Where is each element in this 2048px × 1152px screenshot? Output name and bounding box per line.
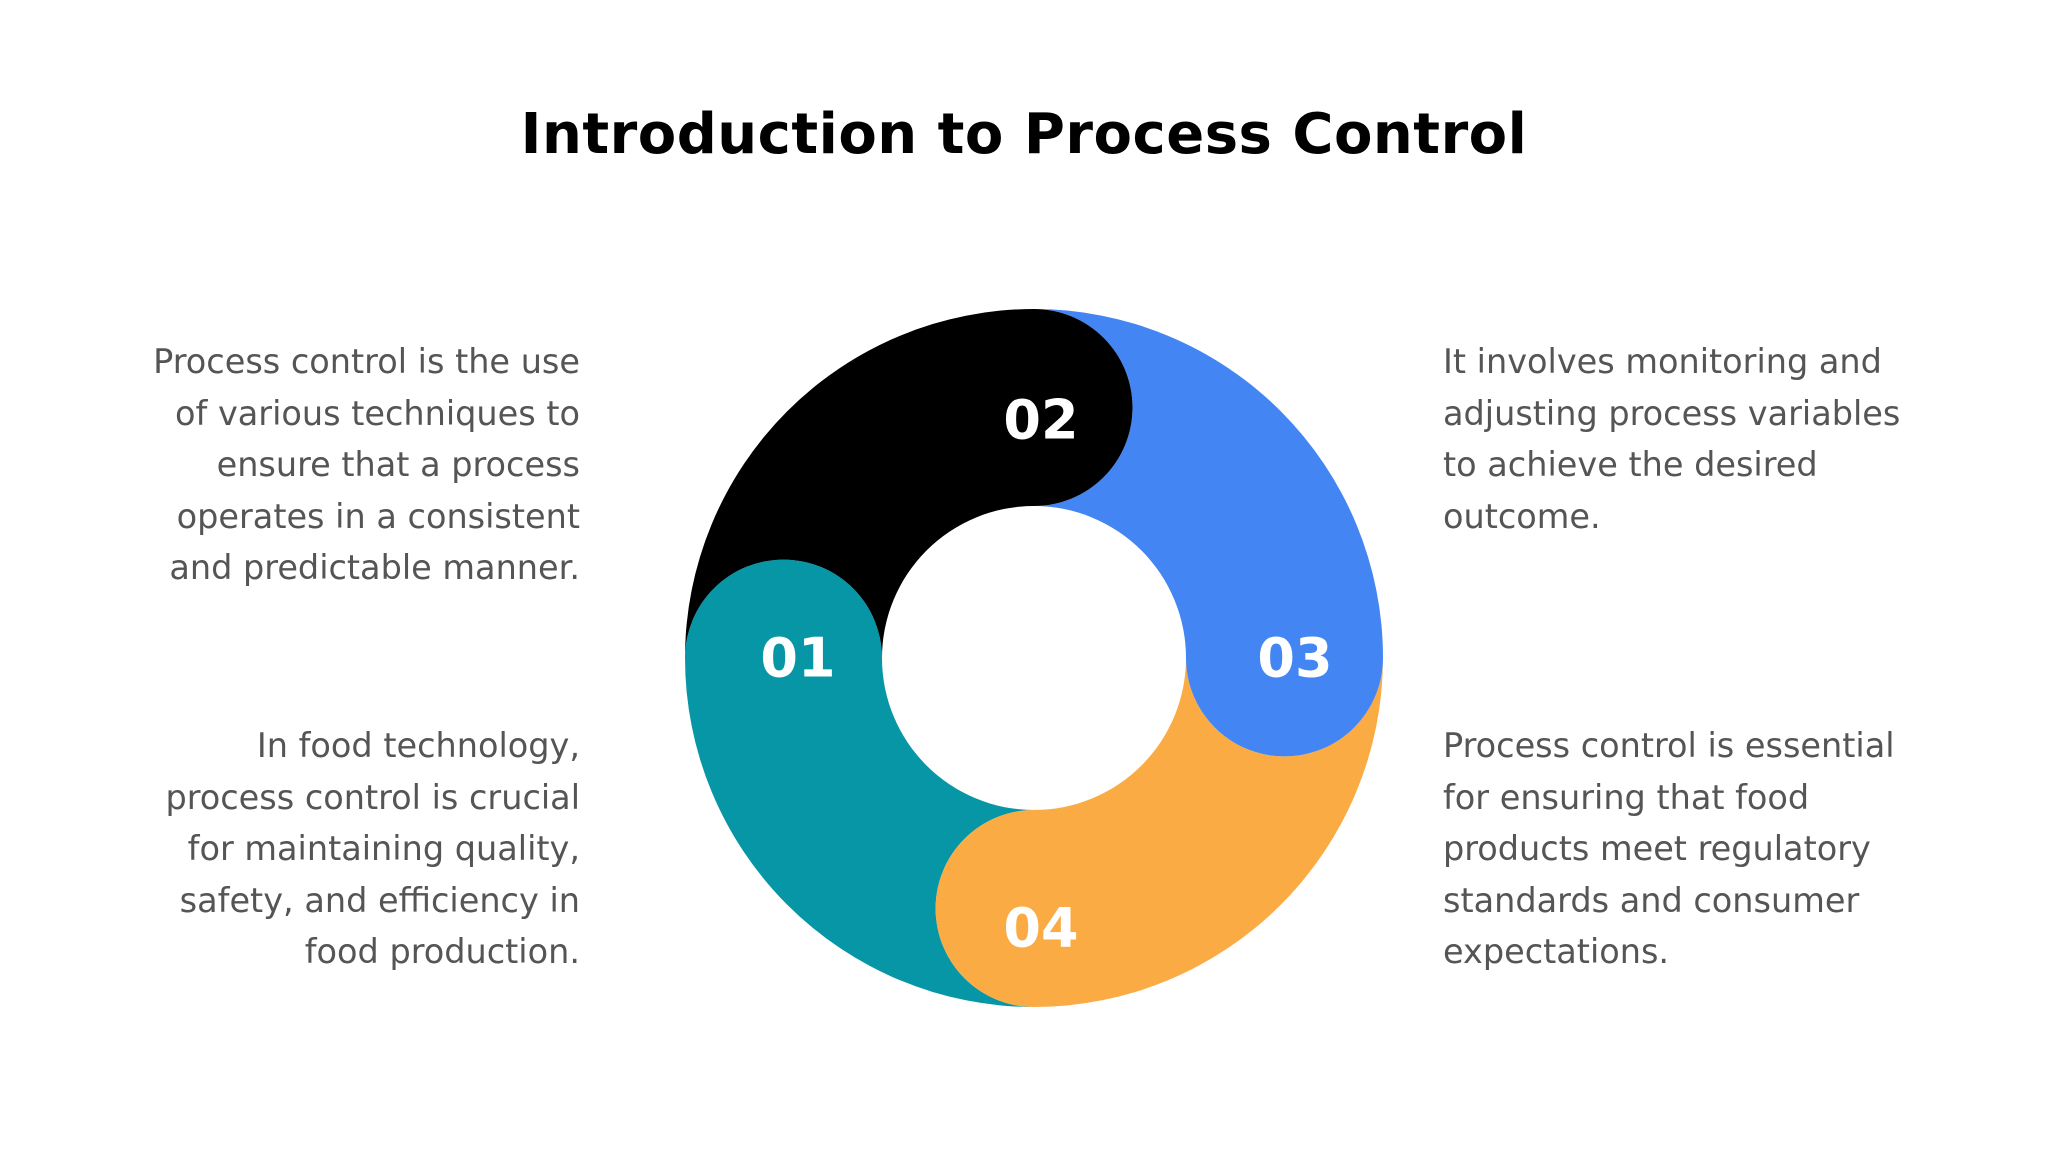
step-04-number: 04 xyxy=(1003,897,1078,960)
step-01-number: 01 xyxy=(760,627,835,690)
step-03-description: Process control is essential for ensurin… xyxy=(1443,726,1895,971)
step-03-number: 03 xyxy=(1257,627,1332,690)
segment-04 xyxy=(685,559,1034,1007)
page-title: Introduction to Process Control xyxy=(520,102,1528,167)
step-02-description: It involves monitoring and adjusting pro… xyxy=(1443,342,1901,536)
segment-03 xyxy=(935,658,1383,1007)
step-04-description: In food technology, process control is c… xyxy=(165,726,580,971)
segment-02 xyxy=(1034,309,1383,757)
step-02-number: 02 xyxy=(1003,389,1078,452)
segment-01 xyxy=(685,309,1133,658)
step-01-description: Process control is the use of various te… xyxy=(153,342,580,587)
